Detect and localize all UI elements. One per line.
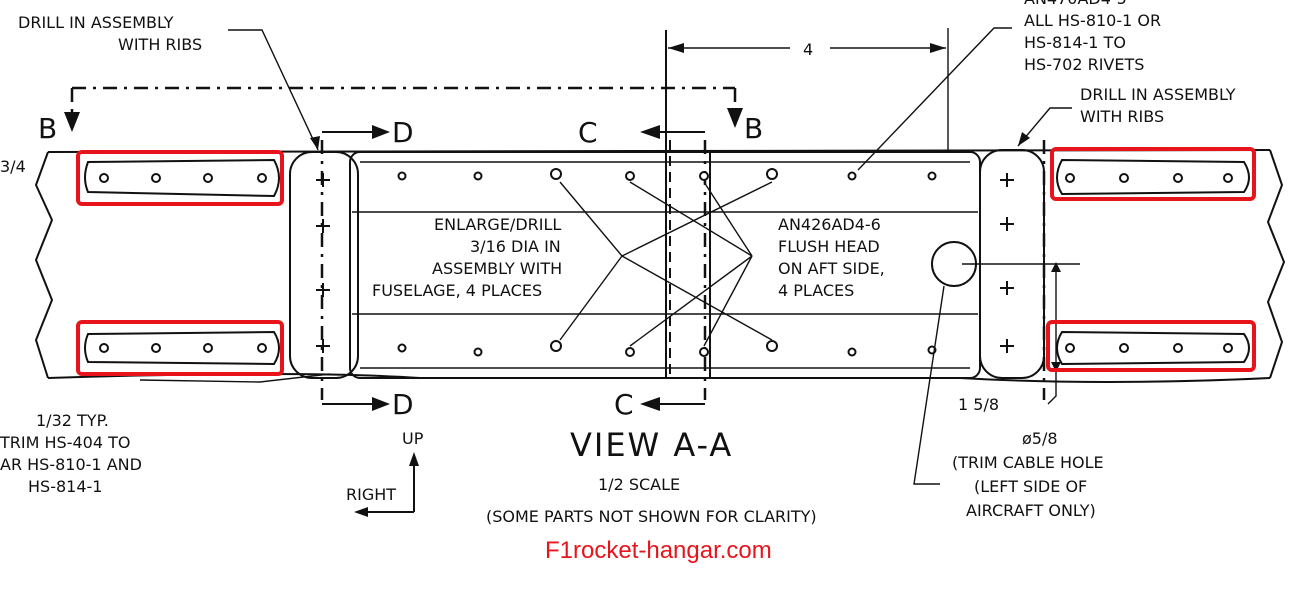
- highlight-rivet-strip-top-left: [76, 150, 284, 206]
- note-trim-line3: AR HS-810-1 AND: [0, 455, 142, 474]
- view-caveat: (SOME PARTS NOT SHOWN FOR CLARITY): [486, 507, 817, 526]
- orientation-up-label: UP: [402, 429, 424, 448]
- note-flush-line2: FLUSH HEAD: [778, 237, 880, 256]
- view-title: VIEW A-A: [570, 426, 733, 464]
- view-scale: 1/2 SCALE: [598, 475, 680, 494]
- note-rivet-line1: AN470AD4-5: [1024, 0, 1127, 8]
- leader-lines: [139, 27, 1072, 485]
- note-left-fragment: 3/4: [0, 157, 26, 176]
- note-flush-line4: 4 PLACES: [778, 281, 854, 300]
- note-cable-line2: (TRIM CABLE HOLE: [952, 453, 1104, 472]
- orientation-right-label: RIGHT: [346, 485, 396, 504]
- note-trim-line4: HS-814-1: [28, 477, 102, 496]
- dimension-4: [668, 28, 949, 150]
- note-trim-line2: TRIM HS-404 TO: [0, 433, 130, 452]
- note-rivet-line2: ALL HS-810-1 OR: [1024, 11, 1161, 30]
- note-drill-left-line2: WITH RIBS: [118, 35, 202, 54]
- section-label-c-top: C: [578, 116, 598, 149]
- dimension-1-5-8-label: 1 5/8: [958, 395, 999, 414]
- note-drill-right-line1: DRILL IN ASSEMBLY: [1080, 85, 1236, 104]
- section-label-d-top: D: [392, 116, 414, 149]
- section-label-b-right: B: [744, 112, 763, 145]
- highlight-boxes: [76, 147, 1256, 376]
- note-rivet-line4: HS-702 RIVETS: [1024, 55, 1144, 74]
- section-label-b-left: B: [38, 112, 57, 145]
- rivet-strips: [84, 158, 1250, 366]
- rivet-holes: [99, 168, 1233, 357]
- note-enlarge-line2: 3/16 DIA IN: [470, 237, 561, 256]
- note-cable-line1: ø5/8: [1022, 429, 1058, 448]
- highlight-rivet-strip-bottom-left: [76, 320, 284, 376]
- note-cable-line4: AIRCRAFT ONLY): [966, 501, 1096, 520]
- note-enlarge-line1: ENLARGE/DRILL: [434, 215, 561, 234]
- note-flush-line3: ON AFT SIDE,: [778, 259, 885, 278]
- note-rivet-line3: HS-814-1 TO: [1024, 33, 1126, 52]
- highlight-rivet-strip-top-right: [1050, 147, 1256, 201]
- section-label-c-bottom: C: [614, 388, 634, 421]
- note-drill-left-line1: DRILL IN ASSEMBLY: [18, 13, 174, 32]
- note-flush-line1: AN426AD4-6: [778, 215, 881, 234]
- flange-rivet-marks: [316, 173, 1014, 353]
- note-cable-line3: (LEFT SIDE OF: [974, 477, 1087, 496]
- note-enlarge-line3: ASSEMBLY WITH: [432, 259, 562, 278]
- section-arrows: [64, 108, 743, 411]
- dimension-4-label: 4: [803, 40, 813, 59]
- orientation-arrows: [354, 452, 419, 517]
- note-drill-right-line2: WITH RIBS: [1080, 107, 1164, 126]
- credit-watermark: F1rocket-hangar.com: [545, 537, 772, 564]
- note-trim-line1: 1/32 TYP.: [36, 411, 109, 430]
- note-enlarge-line4: FUSELAGE, 4 PLACES: [372, 281, 542, 300]
- section-label-d-bottom: D: [392, 388, 414, 421]
- highlight-rivet-strip-bottom-right: [1046, 320, 1256, 372]
